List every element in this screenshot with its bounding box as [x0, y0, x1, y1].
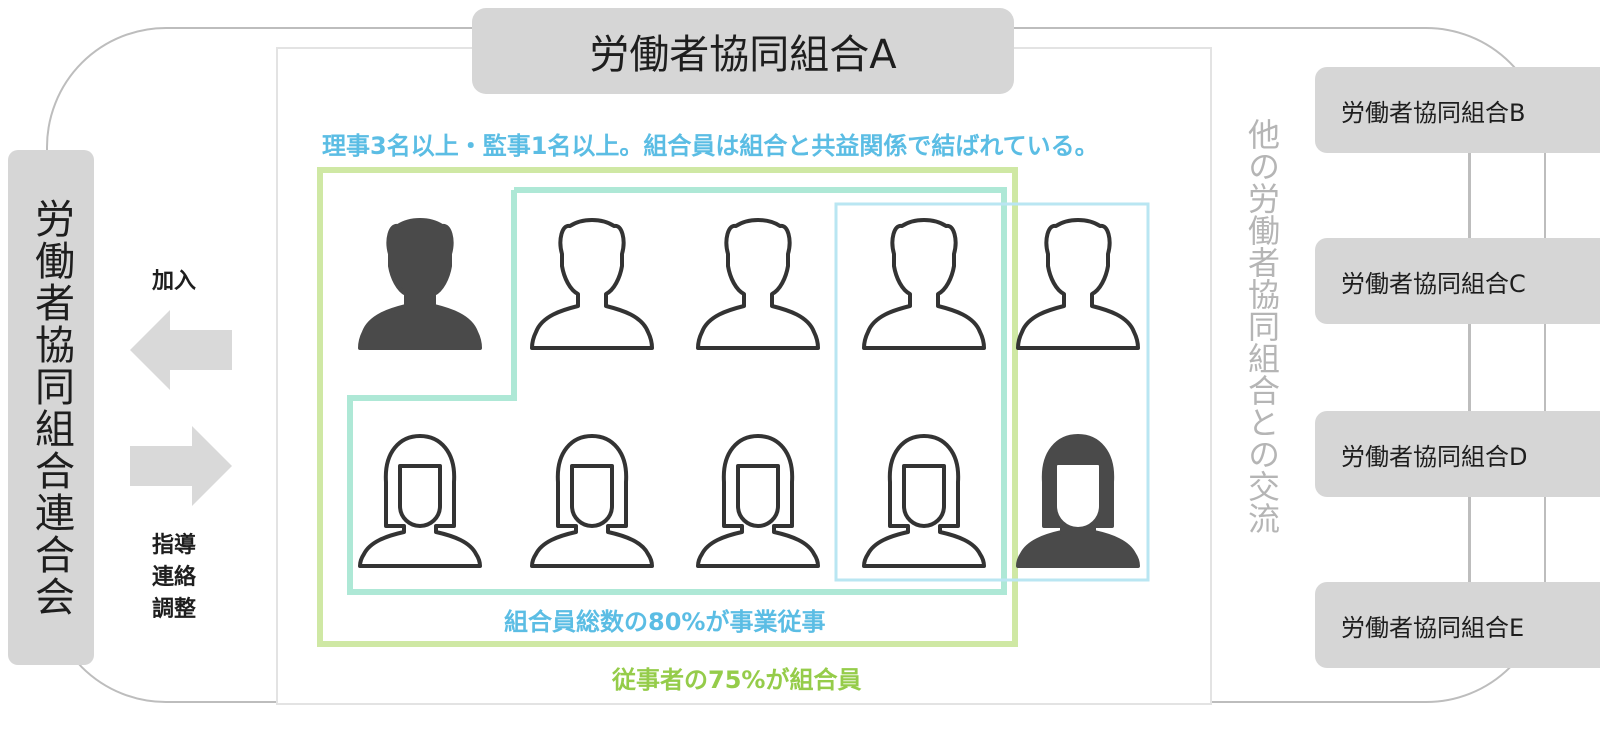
- federation-bar: 労働者協同組合連合会: [8, 150, 94, 665]
- coop-connector-line: [1468, 150, 1471, 610]
- person-icon-male: [1016, 218, 1140, 350]
- support-label-coordination: 調整: [152, 597, 197, 622]
- person-icon-filled-male: [358, 218, 482, 350]
- person-icon-female: [696, 434, 820, 568]
- engaged-workers-frame: [834, 202, 1150, 582]
- members-engaged-text: 組合員総数の80%が事業従事: [504, 608, 826, 636]
- join-arrow-icon: [130, 310, 232, 390]
- support-labels: 指導 連絡 調整: [152, 530, 196, 626]
- coop-item-b: 労働者協同組合B: [1315, 67, 1600, 153]
- coop-item-c-label: 労働者協同組合C: [1341, 269, 1526, 298]
- person-icon-female: [358, 434, 482, 568]
- exchange-label: 他の労働者協同組合との交流: [1243, 118, 1281, 534]
- person-icon-filled-female: [1016, 434, 1140, 568]
- cooperative-a-box: [276, 47, 1212, 705]
- cooperative-a-title-text: 労働者協同組合A: [589, 32, 897, 78]
- coop-item-d: 労働者協同組合D: [1315, 411, 1600, 497]
- coop-item-c: 労働者協同組合C: [1315, 238, 1600, 324]
- coop-item-b-label: 労働者協同組合B: [1341, 98, 1526, 127]
- federation-label: 労働者協同組合連合会: [28, 197, 74, 618]
- support-label-guidance: 指導: [152, 533, 197, 558]
- coop-item-e-label: 労働者協同組合E: [1341, 613, 1525, 642]
- person-icon-female: [862, 434, 986, 568]
- person-icon-male: [696, 218, 820, 350]
- coop-item-e: 労働者協同組合E: [1315, 582, 1600, 668]
- officers-rule-text: 理事3名以上・監事1名以上。組合員は組合と共益関係で結ばれている。: [322, 132, 1099, 160]
- person-icon-male: [530, 218, 654, 350]
- join-label: 加入: [152, 269, 197, 294]
- cooperative-a-title: 労働者協同組合A: [472, 8, 1014, 94]
- person-icon-male: [862, 218, 986, 350]
- workers-75-frame: [317, 167, 1018, 647]
- workers-members-text: 従事者の75%が組合員: [612, 666, 862, 694]
- members-80-frame: [347, 187, 1007, 595]
- exchange-label-box: 他の労働者協同組合との交流: [1236, 118, 1288, 608]
- person-icon-female: [530, 434, 654, 568]
- coop-item-d-label: 労働者協同組合D: [1341, 442, 1528, 471]
- support-arrow-icon: [130, 426, 232, 506]
- support-label-contact: 連絡: [152, 565, 197, 590]
